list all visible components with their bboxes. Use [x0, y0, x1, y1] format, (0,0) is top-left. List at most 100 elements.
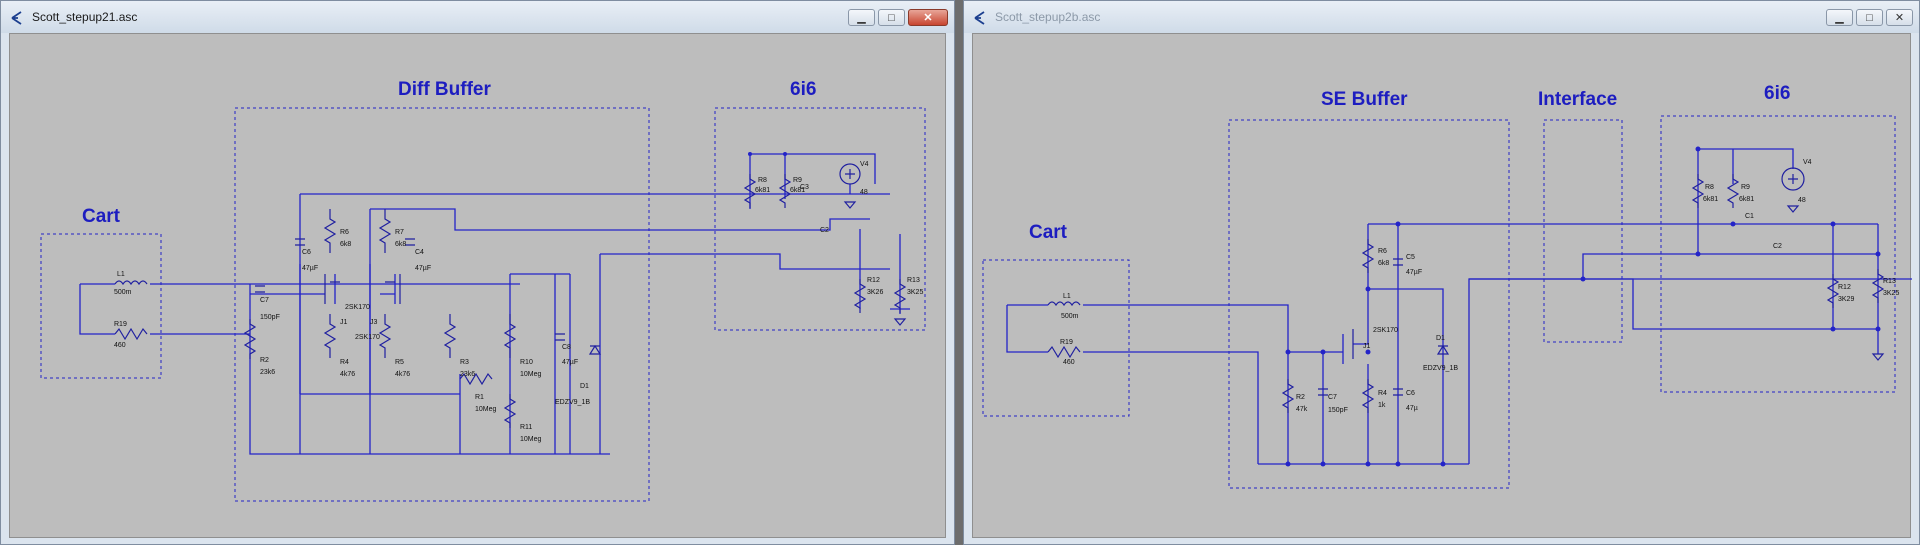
ground-icon-1 [1786, 205, 1800, 213]
svg-text:R12: R12 [1838, 284, 1851, 291]
svg-text:V4: V4 [1803, 159, 1812, 166]
schematic-canvas[interactable]: Cart SE Buffer Interface 6i6 L1 500m R19… [972, 33, 1912, 538]
resistor-R8 [1691, 174, 1705, 208]
svg-text:C1: C1 [1745, 213, 1754, 220]
capacitor-C7 [1318, 388, 1328, 396]
svg-text:6k8: 6k8 [1378, 260, 1389, 267]
svg-text:C2: C2 [820, 227, 829, 234]
schematic-window-1[interactable]: Scott_stepup21.asc ▁ □ ✕ Cart Diff Buffe… [0, 0, 955, 545]
close-button[interactable]: ✕ [1886, 9, 1913, 26]
resistor-R6 [323, 209, 337, 253]
capacitor-C5 [1393, 258, 1403, 266]
schematic-drawing: L1 500m R19 460 R2 47k C7 150pF R6 6k8 [982, 115, 1912, 489]
window-title: Scott_stepup21.asc [32, 10, 138, 24]
svg-text:L1: L1 [1063, 293, 1071, 300]
cart-box [982, 259, 1130, 417]
ground-icon-1 [843, 201, 857, 209]
ltspice-icon [11, 11, 22, 25]
block-label-6i6: 6i6 [1764, 83, 1791, 104]
capacitor-C4 [405, 238, 415, 246]
svg-text:R11: R11 [520, 424, 532, 431]
svg-text:4k76: 4k76 [340, 371, 355, 378]
svg-text:C6: C6 [1406, 390, 1415, 397]
maximize-button[interactable]: □ [878, 9, 905, 26]
svg-text:R2: R2 [1296, 394, 1305, 401]
maximize-icon: □ [888, 11, 895, 24]
maximize-button[interactable]: □ [1856, 9, 1883, 26]
svg-text:V4: V4 [860, 161, 869, 168]
schematic-drawing: L1 500m R19 460 C7 150pF [40, 107, 926, 502]
cart-box [40, 233, 162, 379]
svg-text:J1: J1 [340, 319, 348, 326]
svg-text:47µF: 47µF [415, 265, 431, 272]
resistor-R19 [1047, 345, 1081, 359]
inductor-L1 [114, 280, 148, 286]
capacitor-C8 [555, 333, 565, 341]
svg-text:J3: J3 [370, 319, 378, 326]
maximize-icon: □ [1866, 11, 1873, 24]
resistor-R7 [378, 209, 392, 253]
title-bar[interactable]: Scott_stepup2b.asc ▁ □ ✕ [964, 1, 1919, 33]
svg-text:EDZV9_1B: EDZV9_1B [555, 399, 590, 406]
svg-text:R9: R9 [1741, 184, 1750, 191]
svg-text:150pF: 150pF [260, 314, 280, 321]
close-button[interactable]: ✕ [908, 9, 948, 26]
svg-text:J1: J1 [1363, 343, 1371, 350]
svg-text:R13: R13 [1883, 278, 1896, 285]
jfet-J1 [324, 274, 340, 304]
inductor-L1 [1047, 301, 1081, 307]
svg-text:47k: 47k [1296, 406, 1308, 413]
block-label-interface: Interface [1538, 89, 1618, 110]
resistor-R1 [459, 372, 493, 386]
svg-text:C2: C2 [1773, 243, 1782, 250]
svg-text:150pF: 150pF [1328, 407, 1348, 414]
label-L1-val: 500m [114, 289, 132, 296]
se-buffer-box [1228, 119, 1510, 489]
svg-text:D1: D1 [1436, 335, 1445, 342]
svg-text:48: 48 [1798, 197, 1806, 204]
resistor-R11 [503, 394, 517, 428]
resistor-R5 [378, 314, 392, 358]
resistor-R3 [443, 314, 457, 358]
svg-text:6k8: 6k8 [395, 241, 406, 248]
svg-text:2SK170: 2SK170 [345, 304, 370, 311]
6i6-box [714, 107, 926, 331]
svg-text:23k6: 23k6 [460, 371, 475, 378]
svg-text:47µF: 47µF [302, 265, 318, 272]
schematic-window-2[interactable]: Scott_stepup2b.asc ▁ □ ✕ Cart SE Buffer … [963, 0, 1920, 545]
window-title: Scott_stepup2b.asc [995, 10, 1101, 24]
svg-text:R7: R7 [395, 229, 404, 236]
svg-text:EDZV9_1B: EDZV9_1B [1423, 365, 1458, 372]
minimize-button[interactable]: ▁ [848, 9, 875, 26]
capacitor-C6 [295, 238, 305, 246]
schematic-canvas[interactable]: Cart Diff Buffer 6i6 L1 500m R19 460 [9, 33, 946, 538]
svg-text:C6: C6 [302, 249, 311, 256]
svg-text:23k6: 23k6 [260, 369, 275, 376]
svg-text:R6: R6 [1378, 248, 1387, 255]
svg-text:10Meg: 10Meg [475, 406, 497, 413]
ltspice-icon [974, 11, 985, 25]
svg-text:10Meg: 10Meg [520, 436, 542, 443]
resistor-R10 [503, 314, 517, 358]
svg-text:D1: D1 [580, 383, 589, 390]
svg-text:R9: R9 [793, 177, 802, 184]
svg-text:2SK170: 2SK170 [1373, 327, 1398, 334]
svg-text:R5: R5 [395, 359, 404, 366]
resistor-R2 [1281, 379, 1295, 413]
interface-box [1543, 119, 1623, 343]
minimize-icon: ▁ [857, 12, 866, 24]
label-R19: R19 [114, 321, 127, 328]
resistor-R8 [743, 174, 757, 208]
title-bar[interactable]: Scott_stepup21.asc ▁ □ ✕ [1, 1, 954, 33]
svg-text:3K25: 3K25 [1883, 290, 1899, 297]
svg-text:6k81: 6k81 [755, 187, 770, 194]
svg-text:3K29: 3K29 [1838, 296, 1854, 303]
svg-text:C3: C3 [800, 184, 809, 191]
block-label-cart: Cart [82, 206, 121, 227]
svg-text:6k81: 6k81 [1703, 196, 1718, 203]
svg-text:R2: R2 [260, 357, 269, 364]
resistor-R19 [114, 327, 148, 341]
capacitor-C7 [255, 285, 265, 293]
svg-text:R19: R19 [1060, 339, 1073, 346]
minimize-button[interactable]: ▁ [1826, 9, 1853, 26]
